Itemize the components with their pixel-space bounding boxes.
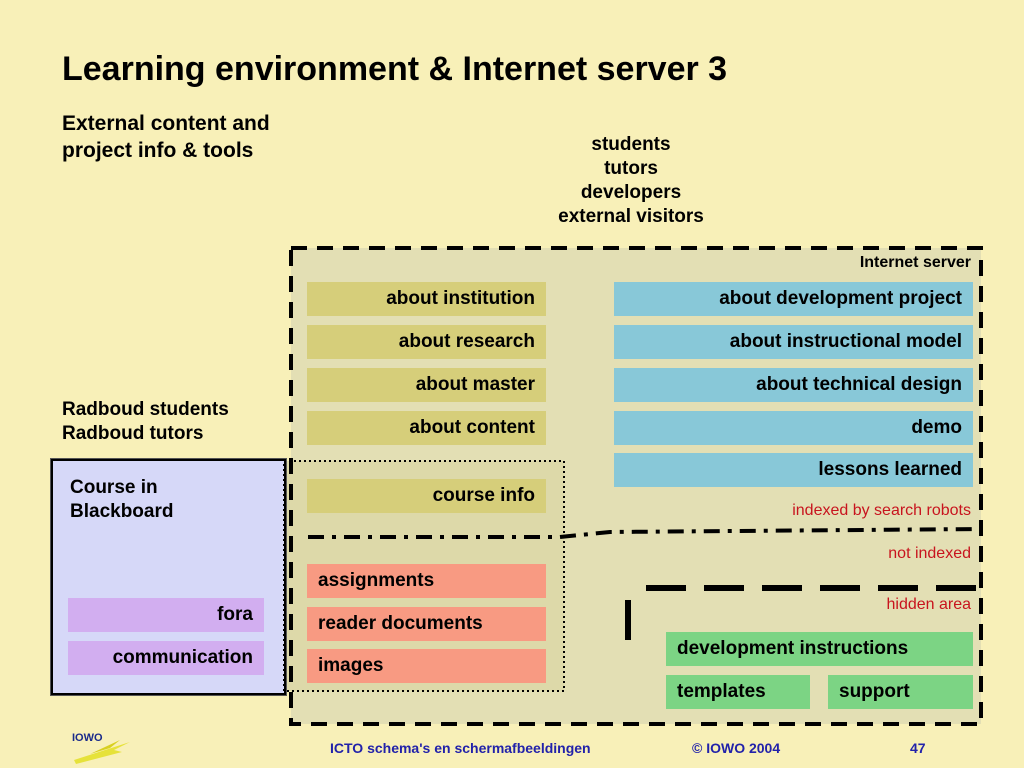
- hidden-area-border: [625, 585, 981, 640]
- templates-box: templates: [666, 675, 810, 709]
- not-indexed-note: not indexed: [888, 545, 971, 562]
- about-technical-design-box: about technical design: [614, 368, 973, 402]
- index-boundary-line: [308, 527, 982, 539]
- fora-box: fora: [68, 598, 264, 632]
- footer-copyright: © IOWO 2004: [692, 740, 781, 756]
- external-content-label: External content and project info & tool…: [62, 110, 352, 164]
- lessons-learned-box: lessons learned: [614, 453, 973, 487]
- radboud-user: Radboud students: [62, 399, 229, 420]
- blackboard-title-line: Blackboard: [70, 501, 174, 522]
- external-label-line: External content and: [62, 112, 270, 135]
- iowo-logo: IOWO: [72, 732, 130, 764]
- hidden-area-note: hidden area: [886, 596, 971, 613]
- user-item: external visitors: [558, 206, 704, 227]
- radboud-users: Radboud students Radboud tutors: [62, 398, 229, 446]
- svg-text:IOWO: IOWO: [72, 732, 103, 744]
- support-box: support: [828, 675, 973, 709]
- reader-documents-box: reader documents: [307, 607, 546, 641]
- page-title: Learning environment & Internet server 3: [62, 50, 728, 88]
- development-instructions-box: development instructions: [666, 632, 973, 666]
- assignments-box: assignments: [307, 564, 546, 598]
- internet-server-label: Internet server: [859, 254, 971, 271]
- user-item: developers: [580, 182, 682, 203]
- about-research-box: about research: [307, 325, 546, 359]
- radboud-user: Radboud tutors: [62, 423, 204, 444]
- about-institution-box: about institution: [307, 282, 546, 316]
- blackboard-title: Course in Blackboard: [70, 476, 173, 524]
- user-item: students: [591, 134, 671, 155]
- about-development-project-box: about development project: [614, 282, 973, 316]
- user-list: students tutors developers external visi…: [500, 133, 762, 229]
- course-material-border: [283, 460, 565, 692]
- communication-box: communication: [68, 641, 264, 675]
- footer-text: ICTO schema's en schermafbeeldingen: [330, 740, 591, 756]
- about-master-box: about master: [307, 368, 546, 402]
- page-number: 47: [910, 740, 926, 756]
- course-info-box: course info: [307, 479, 546, 513]
- about-instructional-model-box: about instructional model: [614, 325, 973, 359]
- user-item: tutors: [604, 158, 658, 179]
- images-box: images: [307, 649, 546, 683]
- demo-box: demo: [614, 411, 973, 445]
- blackboard-title-line: Course in: [70, 477, 158, 498]
- external-label-line: project info & tools: [62, 139, 254, 162]
- indexed-note: indexed by search robots: [792, 502, 971, 519]
- internet-server-border: [289, 246, 983, 726]
- about-content-box: about content: [307, 411, 546, 445]
